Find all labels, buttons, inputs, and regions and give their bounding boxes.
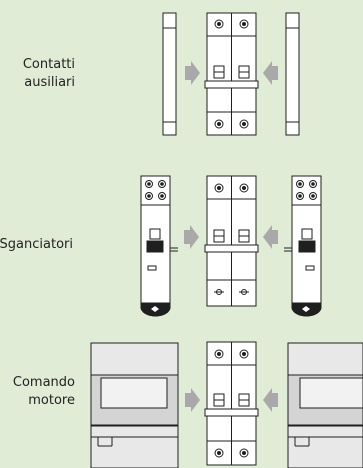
motor-operator-right bbox=[287, 342, 363, 468]
label-line: Comando bbox=[12, 375, 75, 390]
label-sganciatori: Sganciatori bbox=[0, 236, 73, 254]
label-line: Contatti bbox=[22, 57, 75, 72]
arrow-right-icon bbox=[185, 388, 200, 412]
circuit-breaker bbox=[204, 175, 259, 307]
circuit-breaker bbox=[204, 12, 259, 136]
arrow-right-icon bbox=[184, 225, 199, 249]
auxiliary-contact-right bbox=[285, 12, 300, 136]
label-line: motore bbox=[28, 393, 75, 408]
arrow-right-icon bbox=[185, 61, 200, 85]
label-line: ausiliari bbox=[24, 75, 75, 90]
shunt-trip-left bbox=[140, 175, 178, 317]
arrow-left-icon bbox=[263, 61, 278, 85]
shunt-trip-right bbox=[284, 175, 322, 317]
circuit-breaker bbox=[204, 341, 259, 466]
arrow-left-icon bbox=[263, 388, 278, 412]
arrow-left-icon bbox=[263, 225, 278, 249]
label-contatti-ausiliari: Contatti ausiliari bbox=[0, 56, 75, 92]
motor-operator-left bbox=[90, 342, 179, 468]
label-comando-motore: Comando motore bbox=[0, 374, 75, 410]
auxiliary-contact-left bbox=[162, 12, 177, 136]
label-line: Sganciatori bbox=[0, 237, 73, 252]
